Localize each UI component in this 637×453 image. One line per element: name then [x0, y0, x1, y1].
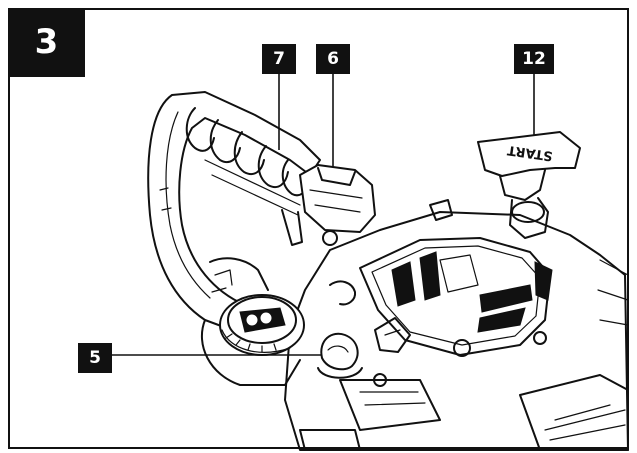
starter-handle: START [477, 131, 581, 239]
cooling-fins [391, 251, 553, 333]
engine-cover [284, 199, 629, 451]
figure-number-badge: 3 [8, 8, 85, 77]
starter-handle-text: START [506, 142, 553, 163]
throttle-trigger [299, 164, 376, 246]
callout-5-label: 5 [78, 343, 112, 373]
figure-frame [8, 8, 629, 449]
choke-lever [329, 280, 411, 353]
rear-handle [147, 91, 321, 331]
callout-12-label: 12 [514, 44, 554, 74]
primer-bulb [317, 332, 363, 379]
fuel-cap [200, 257, 305, 386]
callout-6-label: 6 [316, 44, 350, 74]
callout-7-label: 7 [262, 44, 296, 74]
